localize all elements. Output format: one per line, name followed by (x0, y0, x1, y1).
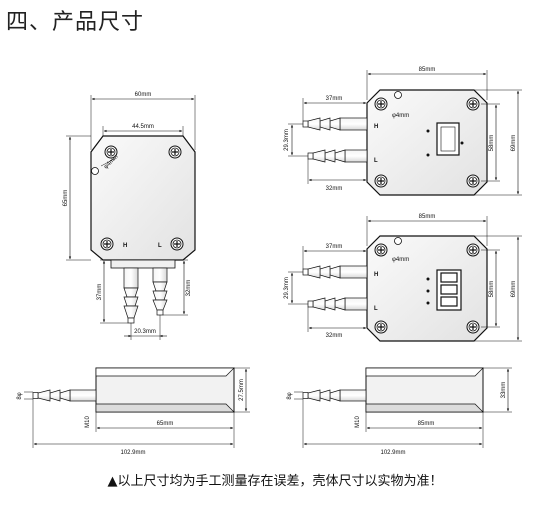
port-l-label: L (374, 158, 378, 164)
mount-hole-icon (394, 91, 402, 99)
right-mid-view: φ4mm H L 85mm 37mm (284, 214, 522, 342)
width-total-label: 60mm (135, 92, 152, 98)
mount-hole-icon (394, 237, 402, 245)
port-h-label: H (374, 272, 378, 278)
total-length-label: 102.9mm (380, 450, 405, 456)
pipe-spacing-label: 29.3mm (284, 277, 290, 299)
barbed-pipe-h (302, 117, 368, 131)
hole-diameter-label: φ4mm (392, 113, 409, 119)
screw-icon (170, 237, 184, 251)
screw-icon (374, 320, 388, 334)
port-h-label: H (374, 124, 378, 130)
indicator-dot (426, 129, 430, 133)
screw-icon (100, 237, 114, 251)
indicator-dot (426, 153, 430, 157)
pipe-length-label: 37mm (326, 244, 343, 250)
pipe-l-length-label: 32mm (326, 186, 343, 192)
pipe-right-length-label: 32mm (186, 280, 192, 297)
screw-icon (466, 243, 480, 257)
port-l-label: L (158, 243, 162, 249)
mount-hole-icon (91, 167, 99, 175)
port-h-label: H (123, 243, 127, 249)
barbed-pipe-l (307, 297, 368, 311)
total-length-label: 102.9mm (120, 450, 145, 456)
width-label: 85mm (419, 67, 436, 73)
side-pipe (302, 389, 367, 402)
screw-icon (466, 174, 480, 188)
left-front-view: φ4mm H L 60mm 44.5mm (63, 92, 196, 340)
barbed-pipe-right (152, 267, 168, 316)
outer-height-label: 69mm (511, 281, 517, 298)
height-label: 65mm (63, 190, 69, 207)
section-heading: 四、产品尺寸 (6, 10, 145, 35)
pipe-left-length-label: 37mm (97, 284, 103, 301)
screw-icon (168, 145, 182, 159)
outer-height-label: 69mm (511, 135, 517, 152)
hole-diameter-label: φ4mm (392, 257, 409, 263)
pipe-diameter-label: 8φ (287, 392, 293, 399)
body-length-label: 65mm (157, 421, 174, 427)
pipe-diameter-label: 8φ (17, 392, 23, 399)
width-inner-label: 44.5mm (132, 124, 154, 130)
body-length-label: 85mm (418, 421, 435, 427)
side-pipe (32, 389, 97, 402)
barbed-pipe-h (302, 265, 368, 279)
right-top-view: φ4mm H L 85mm 37mm (284, 67, 522, 196)
pipe-length-label: 37mm (326, 96, 343, 102)
inner-height-label: 58mm (489, 281, 495, 298)
barbed-pipe-l (307, 149, 368, 163)
right-side-view: 8φ 33mm M10 85mm 102.9mm (287, 367, 512, 456)
pipe-l-length-label: 32mm (326, 333, 343, 339)
pipe-spacing-label: 20.3mm (134, 329, 156, 335)
screw-icon (466, 97, 480, 111)
width-label: 85mm (419, 214, 436, 220)
port-l-label: L (374, 306, 378, 312)
thread-label: M10 (355, 416, 361, 428)
housing-neck (110, 259, 176, 269)
screw-icon (374, 174, 388, 188)
barbed-pipe-left (123, 267, 139, 324)
measurement-note: ▲以上尺寸均为手工测量存在误差，壳体尺寸以实物为准！ (107, 474, 443, 489)
pipe-spacing-label: 29.3mm (284, 129, 290, 151)
screw-icon (466, 320, 480, 334)
thread-label: M10 (85, 416, 91, 428)
indicator-dot (460, 141, 464, 145)
indicator-dot (426, 289, 430, 293)
lcd-display (436, 122, 460, 156)
indicator-dot (426, 277, 430, 281)
screw-icon (374, 243, 388, 257)
height-label: 33mm (501, 382, 507, 399)
left-side-view: 8φ 27.5mm M10 65mm 102.9mm (17, 367, 250, 456)
height-label: 27.5mm (239, 379, 245, 401)
inner-height-label: 58mm (489, 135, 495, 152)
indicator-dot (426, 301, 430, 305)
screw-icon (374, 97, 388, 111)
